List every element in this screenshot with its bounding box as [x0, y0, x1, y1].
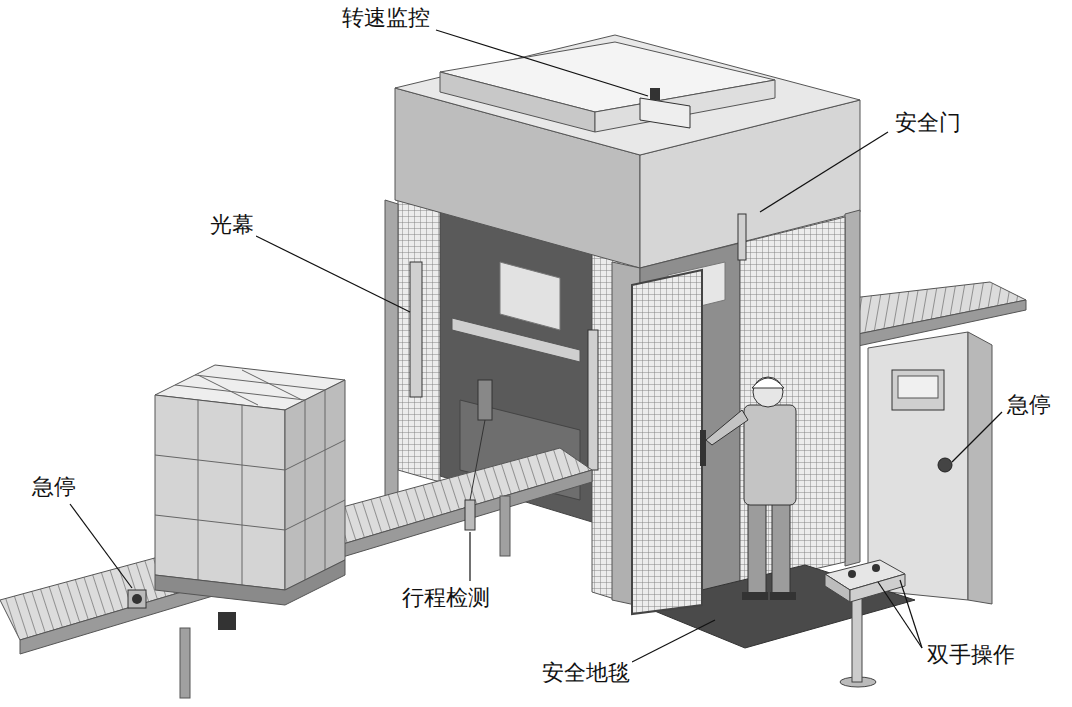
speed-monitor: [640, 88, 690, 128]
control-cabinet: [892, 370, 944, 410]
door-switch: [738, 214, 746, 260]
part-label: 安全门: [893, 110, 963, 136]
part-label: 双手操作: [925, 642, 1017, 668]
light-curtain: [410, 262, 598, 470]
machine-housing: [398, 200, 440, 482]
control-cabinet: [968, 332, 992, 604]
machine-housing: [395, 35, 860, 155]
travel-sensor: [478, 380, 492, 420]
infeed-conveyor: [180, 628, 190, 698]
two-hand-station: [852, 590, 862, 682]
control-cabinet: [938, 458, 952, 472]
operator: [770, 592, 796, 600]
pallet-boxes: [155, 395, 285, 590]
machine-housing: [385, 200, 398, 500]
speed-monitor: [650, 88, 660, 100]
leader-lines: [436, 30, 648, 96]
operator: [772, 500, 790, 595]
operator: [753, 377, 783, 407]
operator: [706, 377, 796, 600]
machine-housing: [500, 262, 560, 330]
door-switch: [738, 214, 746, 260]
machine-housing: [440, 72, 595, 132]
two-hand-station: [825, 574, 850, 602]
machine-housing: [845, 210, 860, 566]
light-curtain: [588, 330, 598, 470]
operator: [744, 405, 796, 505]
part-label: 急停: [1005, 392, 1053, 418]
control-cabinet: [868, 332, 968, 600]
leader-lines: [760, 132, 888, 212]
travel-sensor: [465, 500, 475, 530]
part-label: 急停: [30, 474, 78, 500]
leader-lines: [256, 236, 410, 312]
leader-lines: [70, 504, 132, 588]
leader-lines: [70, 30, 1002, 662]
safety-door: [700, 430, 706, 466]
two-hand-station: [825, 560, 905, 687]
leader-lines: [469, 532, 470, 581]
pallet-boxes: [285, 380, 345, 590]
operator: [742, 592, 768, 600]
left-estop: [128, 590, 146, 608]
pallet-boxes: [155, 365, 345, 605]
part-label: 光幕: [208, 212, 256, 238]
two-hand-station: [850, 574, 905, 602]
part-label: 转速监控: [340, 5, 432, 31]
part-label: 行程检测: [400, 585, 492, 611]
travel-sensor: [470, 420, 485, 500]
two-hand-station: [848, 570, 856, 578]
operator: [706, 410, 748, 445]
operator: [748, 500, 766, 595]
pallet-boxes: [155, 560, 345, 605]
leader-lines: [632, 620, 715, 662]
part-label: 安全地毯: [540, 660, 632, 686]
leader-lines: [952, 412, 1002, 462]
travel-sensor: [465, 380, 492, 530]
leader-lines: [900, 580, 922, 648]
infeed-conveyor: [500, 496, 510, 556]
left-estop: [128, 590, 146, 608]
speed-monitor: [640, 98, 690, 128]
left-estop: [132, 594, 142, 604]
operator: [752, 378, 784, 388]
safety-door: [632, 270, 706, 614]
infeed-conveyor: [218, 612, 236, 630]
leader-lines: [878, 582, 922, 648]
pallet-boxes: [155, 370, 345, 585]
machine-housing: [452, 318, 580, 362]
light-curtain: [410, 262, 422, 397]
two-hand-station: [872, 564, 880, 572]
control-cabinet: [898, 376, 938, 398]
safety-door: [632, 270, 702, 614]
